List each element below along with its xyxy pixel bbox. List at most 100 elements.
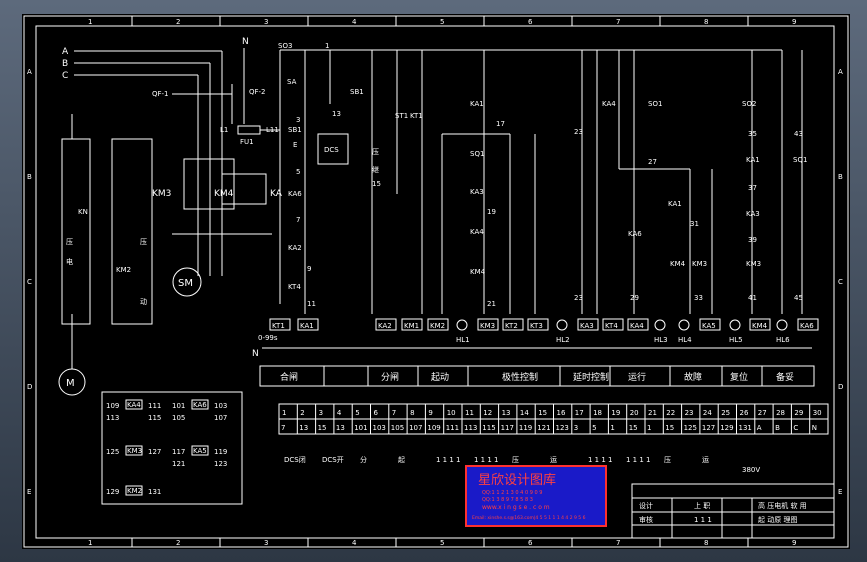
- terminal-number: 29: [794, 409, 803, 417]
- row-letter-right: B: [838, 173, 843, 181]
- terminal-wire: 117: [501, 424, 514, 432]
- terminal-wire: N: [812, 424, 817, 432]
- terminal-wire: 103: [373, 424, 386, 432]
- function-cell: 合闸: [280, 371, 298, 383]
- column-number: 1: [88, 18, 92, 26]
- coil: [427, 318, 449, 331]
- contact-b: 105: [172, 414, 185, 422]
- node-7: 7: [296, 216, 300, 224]
- column-number: 5: [440, 18, 444, 26]
- terminal-wire: 123: [556, 424, 569, 432]
- terminal-group-label: 1 1 1 1: [588, 456, 613, 464]
- terminal-number: 2: [300, 409, 304, 417]
- ka1a-label: KA1: [470, 100, 484, 108]
- terminal-wire: B: [775, 424, 780, 432]
- km2-label: KM2: [116, 266, 131, 274]
- row-letter-right: A: [838, 68, 843, 76]
- ka3b-label: KA3: [746, 210, 760, 218]
- l1-label: L1: [220, 126, 228, 134]
- terminal-wire: C: [793, 424, 798, 432]
- terminal-group-label: 运: [550, 456, 557, 464]
- terminal-number: 10: [447, 409, 456, 417]
- qf1-label: QF-1: [152, 90, 169, 98]
- voltage-label: 380V: [742, 466, 760, 474]
- sm-label: SM: [178, 278, 193, 289]
- column-number: 7: [616, 18, 620, 26]
- left-panel: KN 压 电 KM2 压 动: [61, 114, 153, 325]
- coil: [699, 318, 721, 331]
- terminal-wire: 121: [537, 424, 550, 432]
- terminal-group-label: 压: [664, 456, 671, 464]
- node-11: 11: [307, 300, 316, 308]
- column-number: 8: [704, 18, 708, 26]
- coil: [269, 318, 291, 331]
- contact-coil: [125, 485, 143, 496]
- sa-label: SA: [287, 78, 297, 86]
- terminal-wire: 15: [318, 424, 327, 432]
- ka4b-label: KA4: [602, 100, 616, 108]
- coil-label: KA6: [800, 322, 814, 330]
- terminal-wire: 107: [409, 424, 422, 432]
- function-cell: 运行: [628, 371, 646, 383]
- qf2-label: QF-2: [249, 88, 266, 96]
- ka-label: KA: [270, 189, 283, 199]
- ka4-label: KA4: [470, 228, 484, 236]
- node-one-label: 1: [325, 42, 329, 50]
- coil-label: KT2: [505, 322, 518, 330]
- so1-label: SO1: [648, 100, 662, 108]
- contact-coil-label: KA5: [193, 447, 207, 455]
- km4b-label: KM4: [670, 260, 686, 268]
- row-letter-right: D: [838, 383, 843, 391]
- coil: [297, 318, 319, 331]
- terminal-wire: A: [757, 424, 762, 432]
- coil-label: KT1: [272, 322, 285, 330]
- tb-code: 1 1 1: [694, 516, 712, 524]
- e-label: E: [293, 141, 297, 149]
- node-35: 35: [748, 130, 757, 138]
- node-37: 37: [748, 184, 757, 192]
- row-letter-right: C: [838, 278, 843, 286]
- node-13: 13: [332, 110, 341, 118]
- terminal-wire: 1: [610, 424, 614, 432]
- terminal-group-label: 1 1 1 1: [436, 456, 461, 464]
- coil: [401, 318, 423, 331]
- tb-role: 上 职: [694, 501, 710, 510]
- column-number-bottom: 7: [616, 539, 620, 547]
- kt4-label: KT4: [288, 283, 301, 291]
- coil-label: KA3: [580, 322, 594, 330]
- node-25: 23: [574, 294, 583, 302]
- kn-label: KN: [78, 208, 88, 216]
- node-21: 21: [487, 300, 496, 308]
- power-circuit: A B C QF-1 N QF-2 L1 L11 FU1 KM3 KM4 KA …: [58, 37, 329, 396]
- terminal-number: 13: [502, 409, 511, 417]
- terminal-wire: 15: [629, 424, 638, 432]
- lamp-label: HL3: [654, 336, 668, 344]
- function-cell: 故障: [684, 371, 702, 383]
- terminal-number: 28: [776, 409, 785, 417]
- terminal-wire: 3: [574, 424, 578, 432]
- node-29: 29: [630, 294, 639, 302]
- terminal-number: 26: [740, 409, 749, 417]
- node-3: 3: [296, 116, 300, 124]
- column-number-bottom: 1: [88, 539, 92, 547]
- terminal-number: 11: [465, 409, 474, 417]
- coil-label: KA4: [630, 322, 644, 330]
- terminal-number: 8: [410, 409, 414, 417]
- terminal-number: 14: [520, 409, 529, 417]
- terminal-number: 9: [428, 409, 432, 417]
- phase-a-label: A: [62, 47, 69, 57]
- function-cell: 延时控制: [573, 371, 609, 383]
- indicator-lamp: [729, 319, 741, 331]
- terminal-number: 22: [666, 409, 675, 417]
- contact-coil-label: KM2: [127, 487, 142, 495]
- node-43: 43: [794, 130, 803, 138]
- terminal-number: 15: [538, 409, 547, 417]
- terminal-number: 17: [575, 409, 584, 417]
- stamp-title: 星欣设计图库: [478, 472, 556, 488]
- m-label: M: [66, 378, 75, 389]
- lamp-label: HL6: [776, 336, 790, 344]
